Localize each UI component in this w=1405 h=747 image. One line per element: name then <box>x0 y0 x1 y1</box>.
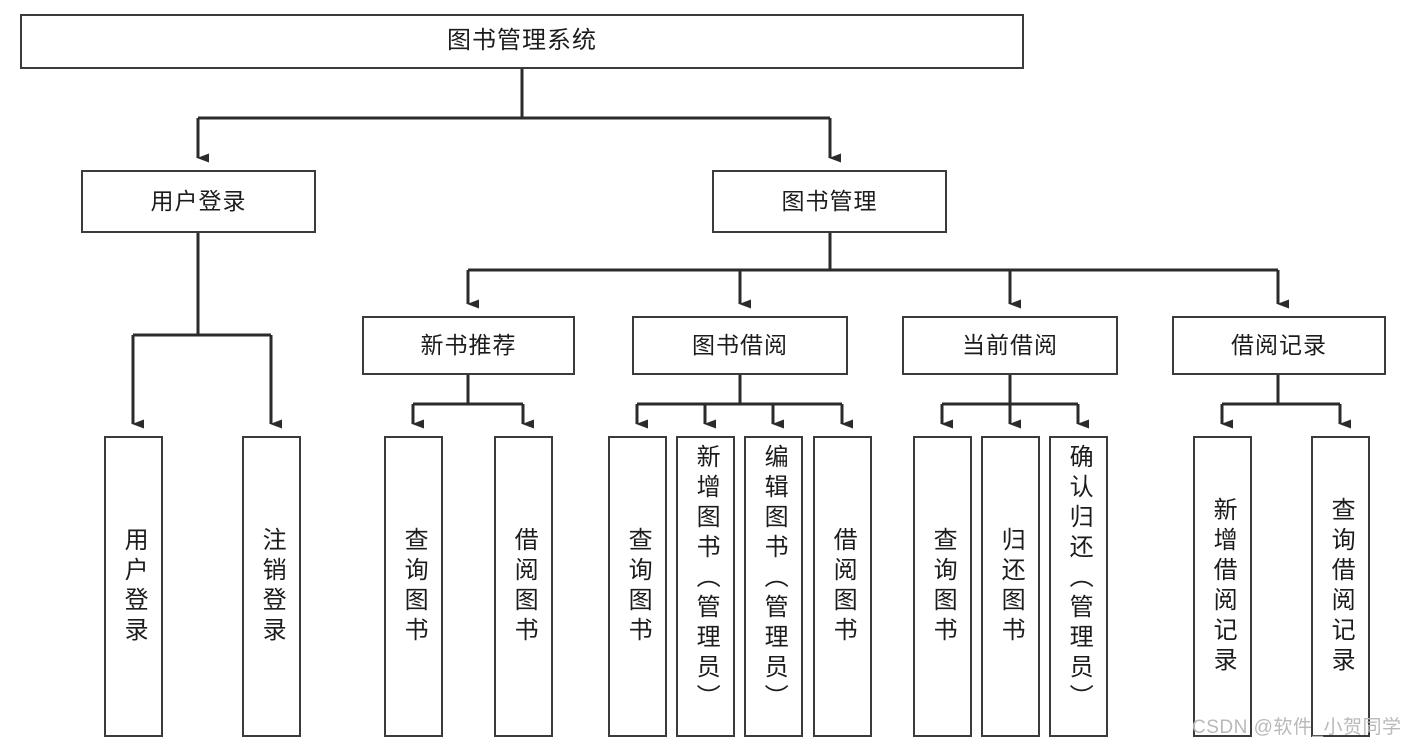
node-leaf-query-book-borrow[interactable]: 查询图书 <box>608 436 667 737</box>
node-leaf-borrow-book[interactable]: 借阅图书 <box>813 436 872 737</box>
node-leaf-query-borrow-record[interactable]: 查询借阅记录 <box>1311 436 1370 737</box>
node-leaf-borrow-book-recommend[interactable]: 借阅图书 <box>494 436 553 737</box>
node-leaf-query-book-recommend[interactable]: 查询图书 <box>384 436 443 737</box>
leaf-label: 查询图书 <box>929 526 957 647</box>
node-leaf-add-book-admin[interactable]: 新增图书（管理员） <box>676 436 735 737</box>
leaf-label: 新增借阅记录 <box>1209 496 1237 677</box>
leaf-label: 新增图书（管理员） <box>692 444 720 714</box>
node-leaf-confirm-return-admin[interactable]: 确认归还（管理员） <box>1049 436 1108 737</box>
leaf-label: 借阅图书 <box>510 526 538 647</box>
leaf-label: 查询图书 <box>400 526 428 647</box>
node-leaf-user-logout[interactable]: 注销登录 <box>242 436 301 737</box>
leaf-label: 查询借阅记录 <box>1327 496 1355 677</box>
node-leaf-user-login[interactable]: 用户登录 <box>104 436 163 737</box>
leaf-label: 用户登录 <box>120 526 148 647</box>
leaf-label: 归还图书 <box>997 526 1025 647</box>
node-leaf-query-book-current[interactable]: 查询图书 <box>913 436 972 737</box>
node-borrow-record[interactable]: 借阅记录 <box>1172 316 1386 375</box>
node-current-borrow[interactable]: 当前借阅 <box>902 316 1118 375</box>
node-new-book-recommend[interactable]: 新书推荐 <box>362 316 575 375</box>
node-leaf-return-book[interactable]: 归还图书 <box>981 436 1040 737</box>
leaf-label: 注销登录 <box>258 526 286 647</box>
node-leaf-edit-book-admin[interactable]: 编辑图书（管理员） <box>744 436 803 737</box>
leaf-label: 查询图书 <box>624 526 652 647</box>
node-root-book-management-system[interactable]: 图书管理系统 <box>20 14 1024 69</box>
node-leaf-add-borrow-record[interactable]: 新增借阅记录 <box>1193 436 1252 737</box>
node-book-management[interactable]: 图书管理 <box>712 170 947 233</box>
leaf-label: 编辑图书（管理员） <box>760 444 788 714</box>
node-user-login[interactable]: 用户登录 <box>81 170 316 233</box>
csdn-watermark: CSDN @软件_小贺同学 <box>1192 717 1402 738</box>
leaf-label: 借阅图书 <box>829 526 857 647</box>
leaf-label: 确认归还（管理员） <box>1065 444 1093 714</box>
node-book-borrow[interactable]: 图书借阅 <box>632 316 848 375</box>
